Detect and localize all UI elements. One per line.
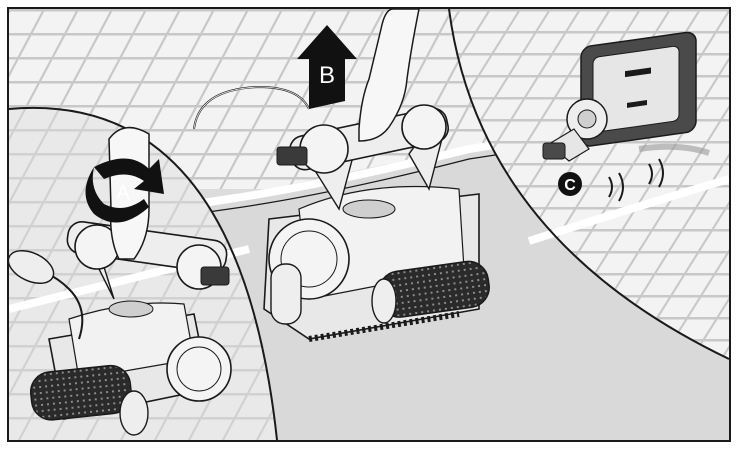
step-c-label: C: [564, 177, 576, 194]
wave-icon: [608, 158, 664, 202]
illustration-frame: C B: [7, 7, 731, 442]
robot-cleaner-left: [9, 126, 232, 436]
up-arrow-icon: B: [297, 25, 357, 109]
panel-a: A: [9, 106, 278, 440]
robot-cleaner-removal-diagram: C B: [9, 9, 729, 440]
hand-lifting: [358, 9, 420, 142]
robot-cleaner-upright: [542, 31, 697, 162]
rotate-arrow-icon: A: [85, 158, 164, 223]
step-c-badge: [558, 172, 582, 196]
robot-cleaner-center: [193, 9, 490, 342]
panel-c: C: [448, 9, 729, 360]
step-a-label: A: [116, 182, 130, 204]
step-b-label: B: [319, 62, 335, 89]
